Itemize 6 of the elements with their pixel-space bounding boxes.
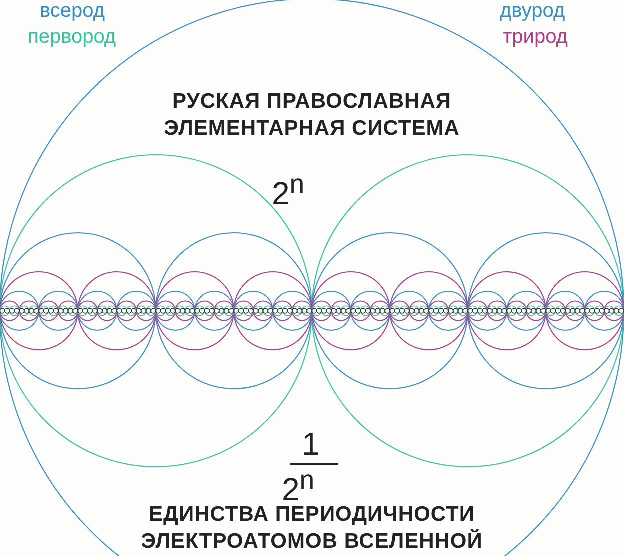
formula-text: 1 [302,428,320,460]
legend-label: первород [28,26,116,49]
legend-label: двурод [500,0,566,23]
formula-text: 2$^{n}$ [272,168,305,210]
legend-label: трирод [503,26,568,49]
legend-label: всерод [40,0,105,23]
